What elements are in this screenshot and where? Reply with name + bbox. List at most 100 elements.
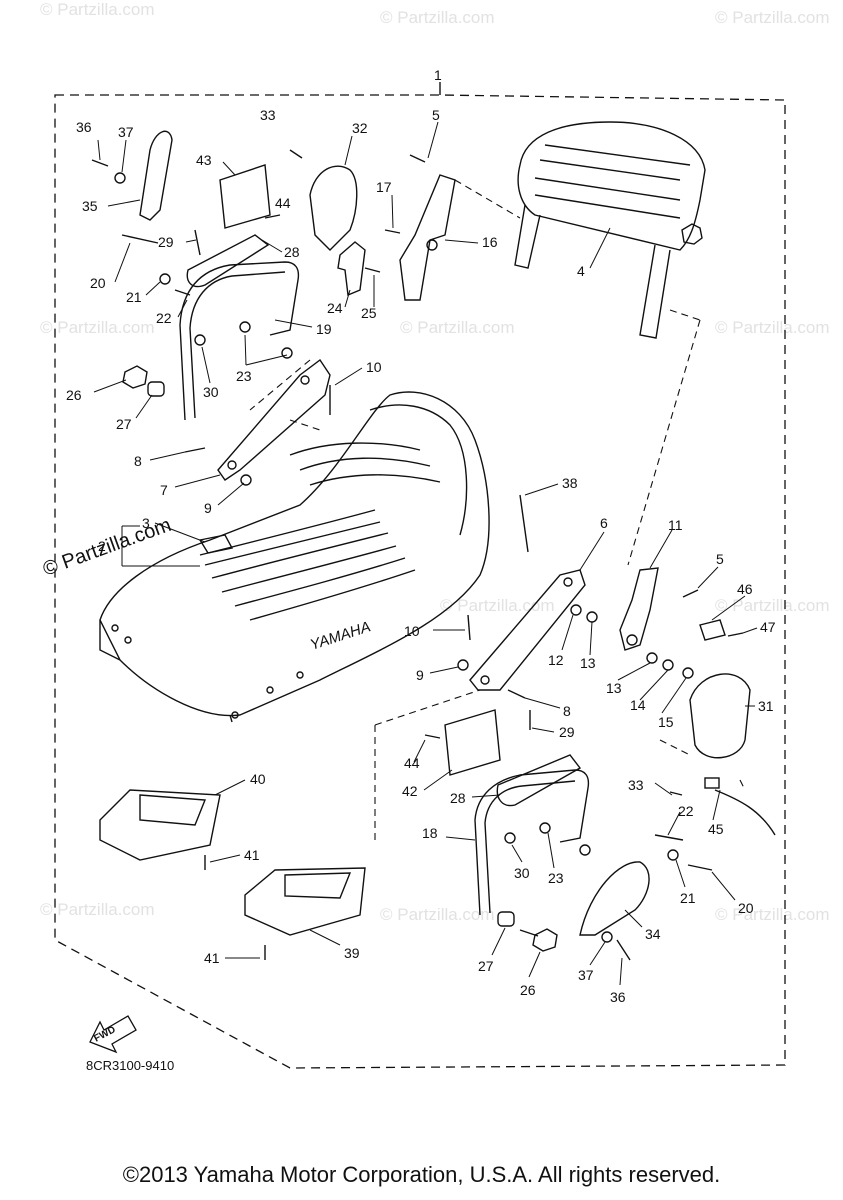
cover-43 bbox=[219, 164, 271, 229]
left-bracket bbox=[217, 358, 331, 481]
watermark: © Partzilla.com bbox=[40, 318, 155, 337]
seat-brand-text: YAMAHA bbox=[308, 618, 373, 653]
part-callout-33: 33 bbox=[628, 777, 644, 793]
part-callout-10: 10 bbox=[404, 623, 420, 639]
left-grab-bar bbox=[179, 261, 300, 421]
fwd-label: FWD bbox=[92, 1024, 117, 1044]
part-callout-22: 22 bbox=[156, 310, 172, 326]
part-callout-26: 26 bbox=[520, 982, 536, 998]
part-callout-15: 15 bbox=[658, 714, 674, 730]
part-callout-30: 30 bbox=[203, 384, 219, 400]
diagram-code: 8CR3100-9410 bbox=[86, 1058, 175, 1073]
right-grab-bar bbox=[474, 769, 590, 916]
label-tab bbox=[198, 534, 234, 554]
part-callout-12: 12 bbox=[548, 652, 564, 668]
part-callout-11: 11 bbox=[668, 517, 683, 533]
part-callout-31: 31 bbox=[758, 698, 774, 714]
part-callout-28: 28 bbox=[284, 244, 300, 260]
trim-35 bbox=[139, 130, 173, 221]
right-bracket bbox=[469, 569, 586, 691]
part-callout-46: 46 bbox=[737, 581, 753, 597]
nuts bbox=[114, 172, 694, 943]
part-callout-38: 38 bbox=[562, 475, 578, 491]
part-callout-39: 39 bbox=[344, 945, 360, 961]
part-callout-5: 5 bbox=[716, 551, 724, 567]
footrest-40 bbox=[99, 789, 221, 861]
part-callout-13: 13 bbox=[606, 680, 622, 696]
watermark: © Partzilla.com bbox=[715, 905, 830, 924]
part-callout-5: 5 bbox=[432, 107, 440, 123]
part-callout-29: 29 bbox=[158, 234, 174, 250]
part-callout-16: 16 bbox=[482, 234, 498, 250]
watermark: © Partzilla.com bbox=[715, 8, 830, 27]
part-callout-26: 26 bbox=[66, 387, 82, 403]
part-callout-8: 8 bbox=[563, 703, 571, 719]
part-callout-33: 33 bbox=[260, 107, 276, 123]
trim-34 bbox=[579, 861, 650, 936]
backrest-pad bbox=[514, 121, 706, 339]
part-callout-27: 27 bbox=[478, 958, 494, 974]
watermark: © Partzilla.com bbox=[40, 0, 155, 19]
watermark: © Partzilla.com bbox=[400, 318, 515, 337]
part-callout-17: 17 bbox=[376, 179, 392, 195]
part-callout-40: 40 bbox=[250, 771, 266, 787]
part-callout-32: 32 bbox=[352, 120, 368, 136]
part-callout-18: 18 bbox=[422, 825, 438, 841]
part-callout-23: 23 bbox=[236, 368, 252, 384]
handle-28a bbox=[186, 234, 270, 288]
part-callout-9: 9 bbox=[204, 500, 212, 516]
knob-46 bbox=[699, 619, 726, 641]
part-callout-24: 24 bbox=[327, 300, 343, 316]
latch-24 bbox=[337, 241, 366, 297]
part-callout-43: 43 bbox=[196, 152, 212, 168]
part-callout-6: 6 bbox=[600, 515, 608, 531]
part-callout-34: 34 bbox=[645, 926, 661, 942]
part-callout-14: 14 bbox=[630, 697, 646, 713]
watermark: © Partzilla.com bbox=[380, 8, 495, 27]
clamp-32 bbox=[309, 165, 358, 251]
watermark: © Partzilla.com bbox=[40, 900, 155, 919]
copyright-notice: ©2013 Yamaha Motor Corporation, U.S.A. A… bbox=[122, 1162, 721, 1187]
watermark: © Partzilla.com bbox=[715, 596, 830, 615]
part-callout-37: 37 bbox=[118, 124, 134, 140]
part-callout-45: 45 bbox=[708, 821, 724, 837]
bolts bbox=[91, 149, 744, 961]
fwd-arrow bbox=[89, 1015, 137, 1054]
part-callout-36: 36 bbox=[76, 119, 92, 135]
assembly-callout: 1 bbox=[434, 67, 442, 83]
hinge-bracket-right bbox=[619, 567, 659, 651]
hinge-bracket-left bbox=[399, 174, 456, 301]
part-callout-23: 23 bbox=[548, 870, 564, 886]
part-callout-19: 19 bbox=[316, 321, 332, 337]
part-callout-25: 25 bbox=[361, 305, 377, 321]
part-callout-7: 7 bbox=[160, 482, 168, 498]
part-callout-44: 44 bbox=[404, 755, 420, 771]
watermark: © Partzilla.com bbox=[715, 318, 830, 337]
part-callout-20: 20 bbox=[90, 275, 106, 291]
part-callout-13: 13 bbox=[580, 655, 596, 671]
part-callout-9: 9 bbox=[416, 667, 424, 683]
part-callout-41: 41 bbox=[204, 950, 220, 966]
part-callout-2: 2 bbox=[98, 538, 106, 554]
part-callout-42: 42 bbox=[402, 783, 418, 799]
switch-housing-31 bbox=[689, 673, 751, 759]
part-callout-47: 47 bbox=[760, 619, 776, 635]
part-callout-21: 21 bbox=[680, 890, 696, 906]
watermark: © Partzilla.com bbox=[380, 905, 495, 924]
part-callout-3: 3 bbox=[142, 515, 150, 531]
footrest-39 bbox=[244, 867, 366, 936]
cover-42 bbox=[444, 709, 501, 776]
part-callout-35: 35 bbox=[82, 198, 98, 214]
handle-28b bbox=[496, 754, 582, 807]
part-callout-37: 37 bbox=[578, 967, 594, 983]
watermark: © Partzilla.com bbox=[440, 596, 555, 615]
part-callout-41: 41 bbox=[244, 847, 260, 863]
part-callout-21: 21 bbox=[126, 289, 142, 305]
part-callout-30: 30 bbox=[514, 865, 530, 881]
part-callout-44: 44 bbox=[275, 195, 291, 211]
part-callout-27: 27 bbox=[116, 416, 132, 432]
part-callout-22: 22 bbox=[678, 803, 694, 819]
part-callout-36: 36 bbox=[610, 989, 626, 1005]
